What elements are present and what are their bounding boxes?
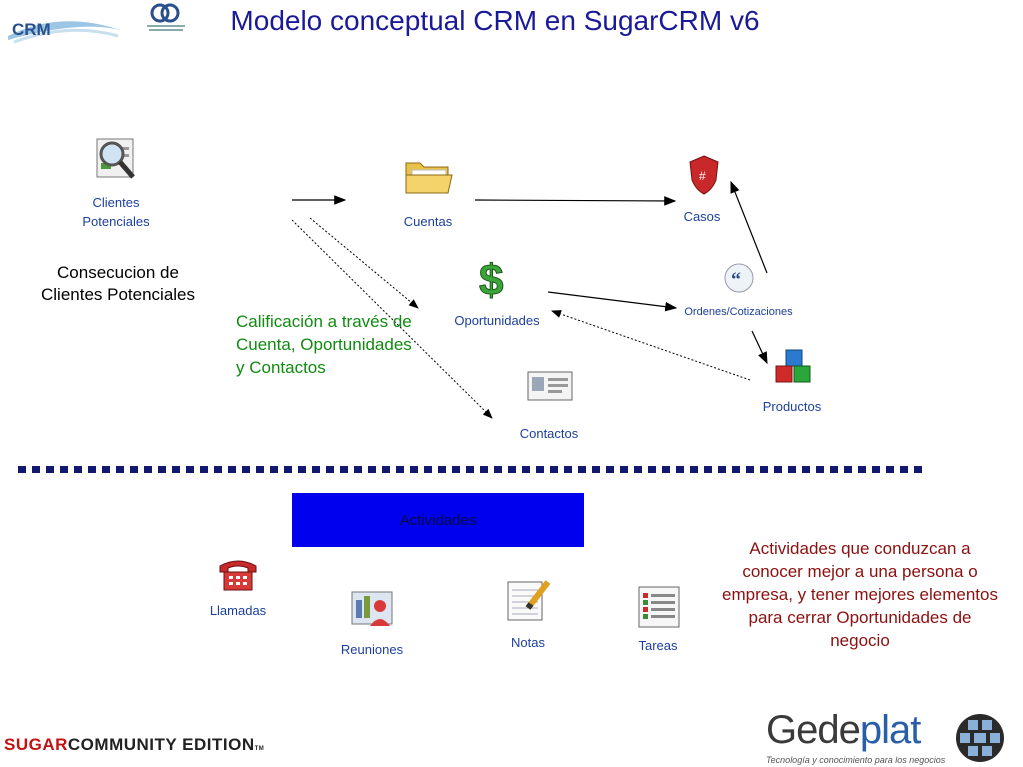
- camara-comercio-logo-icon: [147, 3, 185, 31]
- arrow-oportunidades-to-ordenes: [547, 291, 678, 312]
- arrow-leads-to-contactos: [291, 219, 493, 419]
- meeting-icon: [351, 591, 393, 626]
- arrow-cuentas-to-casos: [474, 196, 677, 206]
- telephone-icon: [219, 560, 257, 591]
- gedeplat-suffix: plat: [859, 708, 921, 752]
- cuentas-label: Cuentas: [403, 214, 453, 229]
- actividades-bar: [292, 493, 584, 547]
- actividades-label: Actividades: [399, 512, 477, 529]
- magnifier-card-icon: [96, 138, 135, 179]
- gedeplat-prefix: Gede: [766, 708, 861, 752]
- tareas-label: Tareas: [638, 638, 678, 653]
- crm-logo-text: CRM: [12, 20, 51, 39]
- crm-logo: CRM: [8, 3, 185, 44]
- contact-card-icon: [527, 371, 573, 401]
- ordenes-cotizaciones-label: Ordenes/Cotizaciones: [684, 306, 793, 318]
- clientes-potenciales-label: Clientes Potenciales: [82, 195, 150, 229]
- svg-text:$: $: [479, 256, 503, 301]
- svg-text:“: “: [731, 269, 741, 291]
- gedeplat-tagline: Tecnología y conocimiento para los negoc…: [766, 755, 946, 765]
- arrow-ordenes-to-casos: [730, 180, 768, 274]
- arrow-leads-to-oportunidades: [309, 217, 419, 309]
- arrow-productos-to-oportunidades: [551, 310, 751, 381]
- task-list-icon: [638, 586, 680, 628]
- quote-bubble-icon: “: [724, 263, 754, 293]
- folder-icon: [405, 162, 453, 194]
- svg-text:#: #: [699, 169, 706, 183]
- consecucion-note: Consecucion de Clientes Potenciales: [40, 263, 196, 304]
- dollar-icon: $: [479, 256, 504, 302]
- gedeplat-logo: Gedeplat: [766, 708, 921, 753]
- casos-label: Casos: [683, 209, 721, 224]
- llamadas-label: Llamadas: [209, 603, 267, 618]
- oportunidades-label: Oportunidades: [454, 313, 540, 328]
- sugar-brand-text: SUGAR: [4, 735, 68, 754]
- reuniones-label: Reuniones: [340, 642, 404, 657]
- section-divider: [18, 466, 928, 473]
- notas-label: Notas: [511, 635, 545, 650]
- productos-label: Productos: [762, 399, 822, 414]
- sugar-community-edition-logo: SUGARCOMMUNITY EDITIONTM: [4, 735, 264, 755]
- cubes-icon: [775, 349, 811, 383]
- actividades-description: Actividades que conduzcan a conocer mejo…: [722, 539, 998, 650]
- slide-title: Modelo conceptual CRM en SugarCRM v6: [230, 5, 760, 36]
- shield-icon: #: [689, 155, 719, 195]
- contactos-label: Contactos: [519, 426, 579, 441]
- calificacion-note: Calificación a través de Cuenta, Oportun…: [236, 312, 412, 377]
- sugar-edition-text: COMMUNITY EDITION: [67, 735, 255, 754]
- arrow-ordenes-to-productos: [751, 330, 768, 365]
- gedeplat-emblem-icon: [956, 714, 1004, 762]
- notepad-pencil-icon: [507, 580, 551, 621]
- sugar-tm-text: TM: [254, 746, 265, 752]
